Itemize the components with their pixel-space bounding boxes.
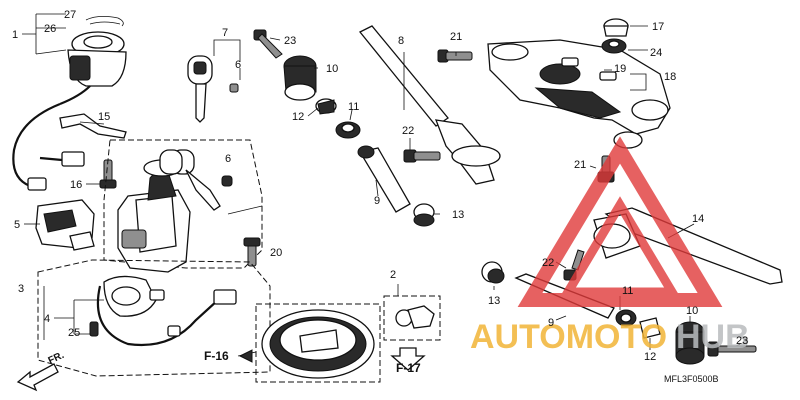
front-direction-label: FR. bbox=[47, 350, 66, 367]
watermark-text-right: HUB bbox=[676, 318, 750, 356]
callout-10-upper: 10 bbox=[326, 63, 338, 75]
bolt-20 bbox=[243, 237, 261, 267]
callout-17: 17 bbox=[652, 21, 664, 33]
callout-3: 3 bbox=[18, 283, 24, 295]
watermark-text-left: AUTOMOTO bbox=[470, 318, 667, 356]
callout-1: 1 bbox=[12, 29, 18, 41]
callout-21-upper: 21 bbox=[450, 31, 462, 43]
callout-9-lower: 9 bbox=[548, 317, 554, 329]
callout-14: 14 bbox=[692, 213, 704, 225]
diagram-code: MFL3F0500B bbox=[664, 374, 719, 384]
washer-24 bbox=[601, 38, 627, 54]
callout-numbers: 27 26 1 15 16 5 7 6 6 23 10 11 12 8 21 2… bbox=[12, 9, 748, 363]
ref-f17: F-17 bbox=[396, 361, 421, 375]
reference-labels: F-16 F-17 bbox=[204, 349, 421, 375]
watermark-triangle-logo bbox=[517, 136, 723, 307]
callout-6-lock: 6 bbox=[225, 153, 231, 165]
bracket-5 bbox=[35, 199, 95, 251]
fuel-cap-gasket bbox=[255, 303, 381, 383]
lock-cylinder-2 bbox=[383, 295, 441, 371]
bolt-23-upper bbox=[253, 29, 283, 59]
callout-11-upper: 11 bbox=[348, 101, 359, 113]
watermark-wordmark: AUTOMOTO HUB bbox=[470, 318, 750, 356]
ref-f16: F-16 bbox=[204, 349, 229, 363]
wire-harness-clamp bbox=[12, 102, 127, 191]
bushing-11-lower bbox=[615, 309, 637, 327]
callout-7: 7 bbox=[222, 27, 228, 39]
callout-5: 5 bbox=[14, 219, 20, 231]
callout-24: 24 bbox=[650, 47, 662, 59]
callout-23-lower: 23 bbox=[736, 335, 748, 347]
threaded-rod-9-upper bbox=[357, 145, 411, 213]
callout-22-lower: 22 bbox=[542, 257, 554, 269]
ignition-lock-assembly bbox=[103, 139, 263, 273]
callout-18: 18 bbox=[664, 71, 676, 83]
callout-13-upper: 13 bbox=[452, 209, 464, 221]
callout-13-lower: 13 bbox=[488, 295, 500, 307]
callout-9-upper: 9 bbox=[374, 195, 380, 207]
callout-4: 4 bbox=[44, 313, 50, 325]
callout-12-upper: 12 bbox=[292, 111, 304, 123]
bolt-22-upper bbox=[403, 149, 441, 163]
callout-27: 27 bbox=[64, 9, 76, 21]
nut-13-upper bbox=[413, 203, 435, 227]
callout-25: 25 bbox=[68, 327, 80, 339]
callout-15: 15 bbox=[98, 111, 110, 123]
callout-23-upper: 23 bbox=[284, 35, 296, 47]
bar-end-weight-10-upper bbox=[283, 55, 317, 101]
nut-13-lower bbox=[481, 261, 505, 284]
collar-12-lower bbox=[639, 317, 661, 339]
key-set-7 bbox=[187, 55, 239, 123]
bolt-16 bbox=[99, 159, 117, 189]
callout-19: 19 bbox=[614, 63, 626, 75]
collar-12-upper bbox=[315, 98, 337, 115]
callout-21-lower: 21 bbox=[574, 159, 586, 171]
callout-12-lower: 12 bbox=[644, 351, 656, 363]
callout-26: 26 bbox=[44, 23, 56, 35]
cap-nut-17 bbox=[603, 18, 629, 37]
bushing-11-upper bbox=[335, 121, 361, 139]
front-direction-arrow: FR. bbox=[16, 350, 66, 392]
ignition-switch-cover-assembly bbox=[59, 16, 127, 106]
callout-16: 16 bbox=[70, 179, 82, 191]
callout-20: 20 bbox=[270, 247, 282, 259]
callout-10-lower: 10 bbox=[686, 305, 698, 317]
top-bridge-18 bbox=[487, 39, 671, 149]
callout-8: 8 bbox=[398, 35, 404, 47]
callout-11-lower: 11 bbox=[622, 285, 633, 297]
bar-end-weight-10-lower bbox=[675, 321, 705, 365]
callout-22-upper: 22 bbox=[402, 125, 414, 137]
callout-6-keys: 6 bbox=[235, 59, 241, 71]
callout-2: 2 bbox=[390, 269, 396, 281]
bolt-21-upper bbox=[437, 49, 473, 63]
lower-switch-assembly bbox=[37, 259, 271, 377]
